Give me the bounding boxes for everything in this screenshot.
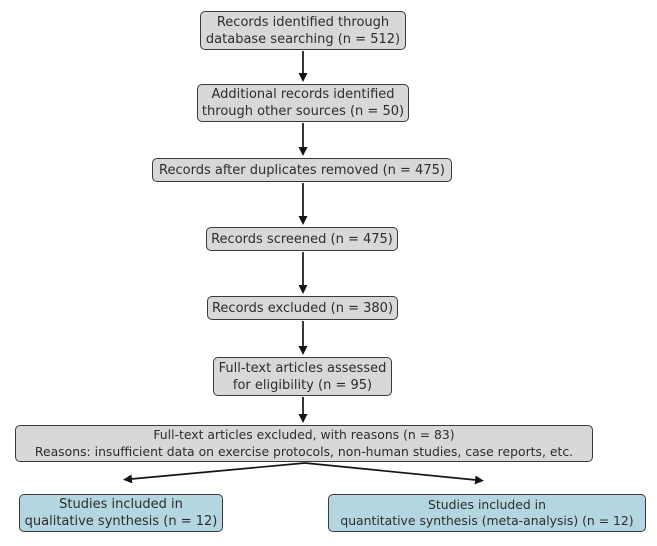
node-text-line: Records identified through [216, 14, 390, 30]
node-text-line: Full-text articles assessed [218, 360, 387, 376]
node-duplicates-removed: Records after duplicates removed (n = 47… [152, 158, 452, 182]
arrow-ftexcluded-to-quantitative [304, 462, 484, 485]
node-text-line: Studies included in [59, 497, 183, 512]
node-qualitative-synthesis: Studies included in qualitative synthesi… [19, 494, 223, 532]
node-fulltext-assessed: Full-text articles assessed for eligibil… [213, 357, 392, 396]
node-text-line: Records after duplicates removed (n = 47… [159, 162, 445, 178]
node-text-line: through other sources (n = 50) [201, 104, 405, 119]
node-text-line: Records excluded (n = 380) [211, 300, 394, 316]
node-text-line: Additional records identified [211, 87, 395, 102]
node-text-line: Reasons: insufficient data on exercise p… [34, 443, 574, 459]
node-quantitative-synthesis: Studies included in quantitative synthes… [328, 494, 646, 532]
node-text-line: for eligibility (n = 95) [232, 377, 373, 393]
node-fulltext-excluded: Full-text articles excluded, with reason… [15, 425, 593, 462]
node-records-identified: Records identified through database sear… [200, 11, 406, 50]
node-text-line: qualitative synthesis (n = 12) [24, 514, 218, 529]
node-additional-records: Additional records identified through ot… [197, 84, 409, 122]
node-text-line: database searching (n = 512) [205, 31, 401, 47]
node-text-line: quantitative synthesis (meta-analysis) (… [340, 513, 634, 528]
node-records-screened: Records screened (n = 475) [206, 227, 398, 251]
node-records-excluded: Records excluded (n = 380) [207, 296, 398, 320]
node-text-line: Full-text articles excluded, with reason… [153, 427, 455, 442]
node-text-line: Studies included in [428, 496, 546, 512]
node-text-line: Records screened (n = 475) [211, 231, 393, 247]
arrow-ftexcluded-to-qualitative [123, 462, 306, 484]
